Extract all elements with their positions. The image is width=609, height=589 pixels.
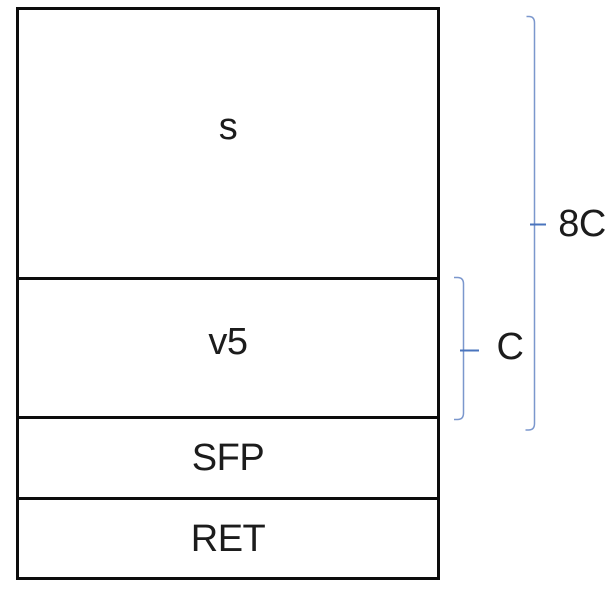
brace-c	[454, 276, 465, 421]
stack-cell-v5-label: v5	[208, 321, 248, 363]
brace-8c	[525, 15, 536, 431]
brace-label-8c: 8C	[558, 203, 606, 245]
stack-cell-ret: RET	[19, 497, 437, 577]
stack-cell-v5: v5	[19, 277, 437, 416]
stack-box: s v5 SFP RET	[16, 7, 440, 580]
stack-cell-ret-label: RET	[190, 517, 266, 560]
brace-label-c: C	[496, 326, 524, 368]
stack-cell-sfp-label: SFP	[191, 437, 265, 479]
stack-cell-s: s	[19, 10, 437, 277]
stack-cell-s-label: s	[218, 105, 238, 148]
stack-cell-sfp: SFP	[19, 416, 437, 497]
